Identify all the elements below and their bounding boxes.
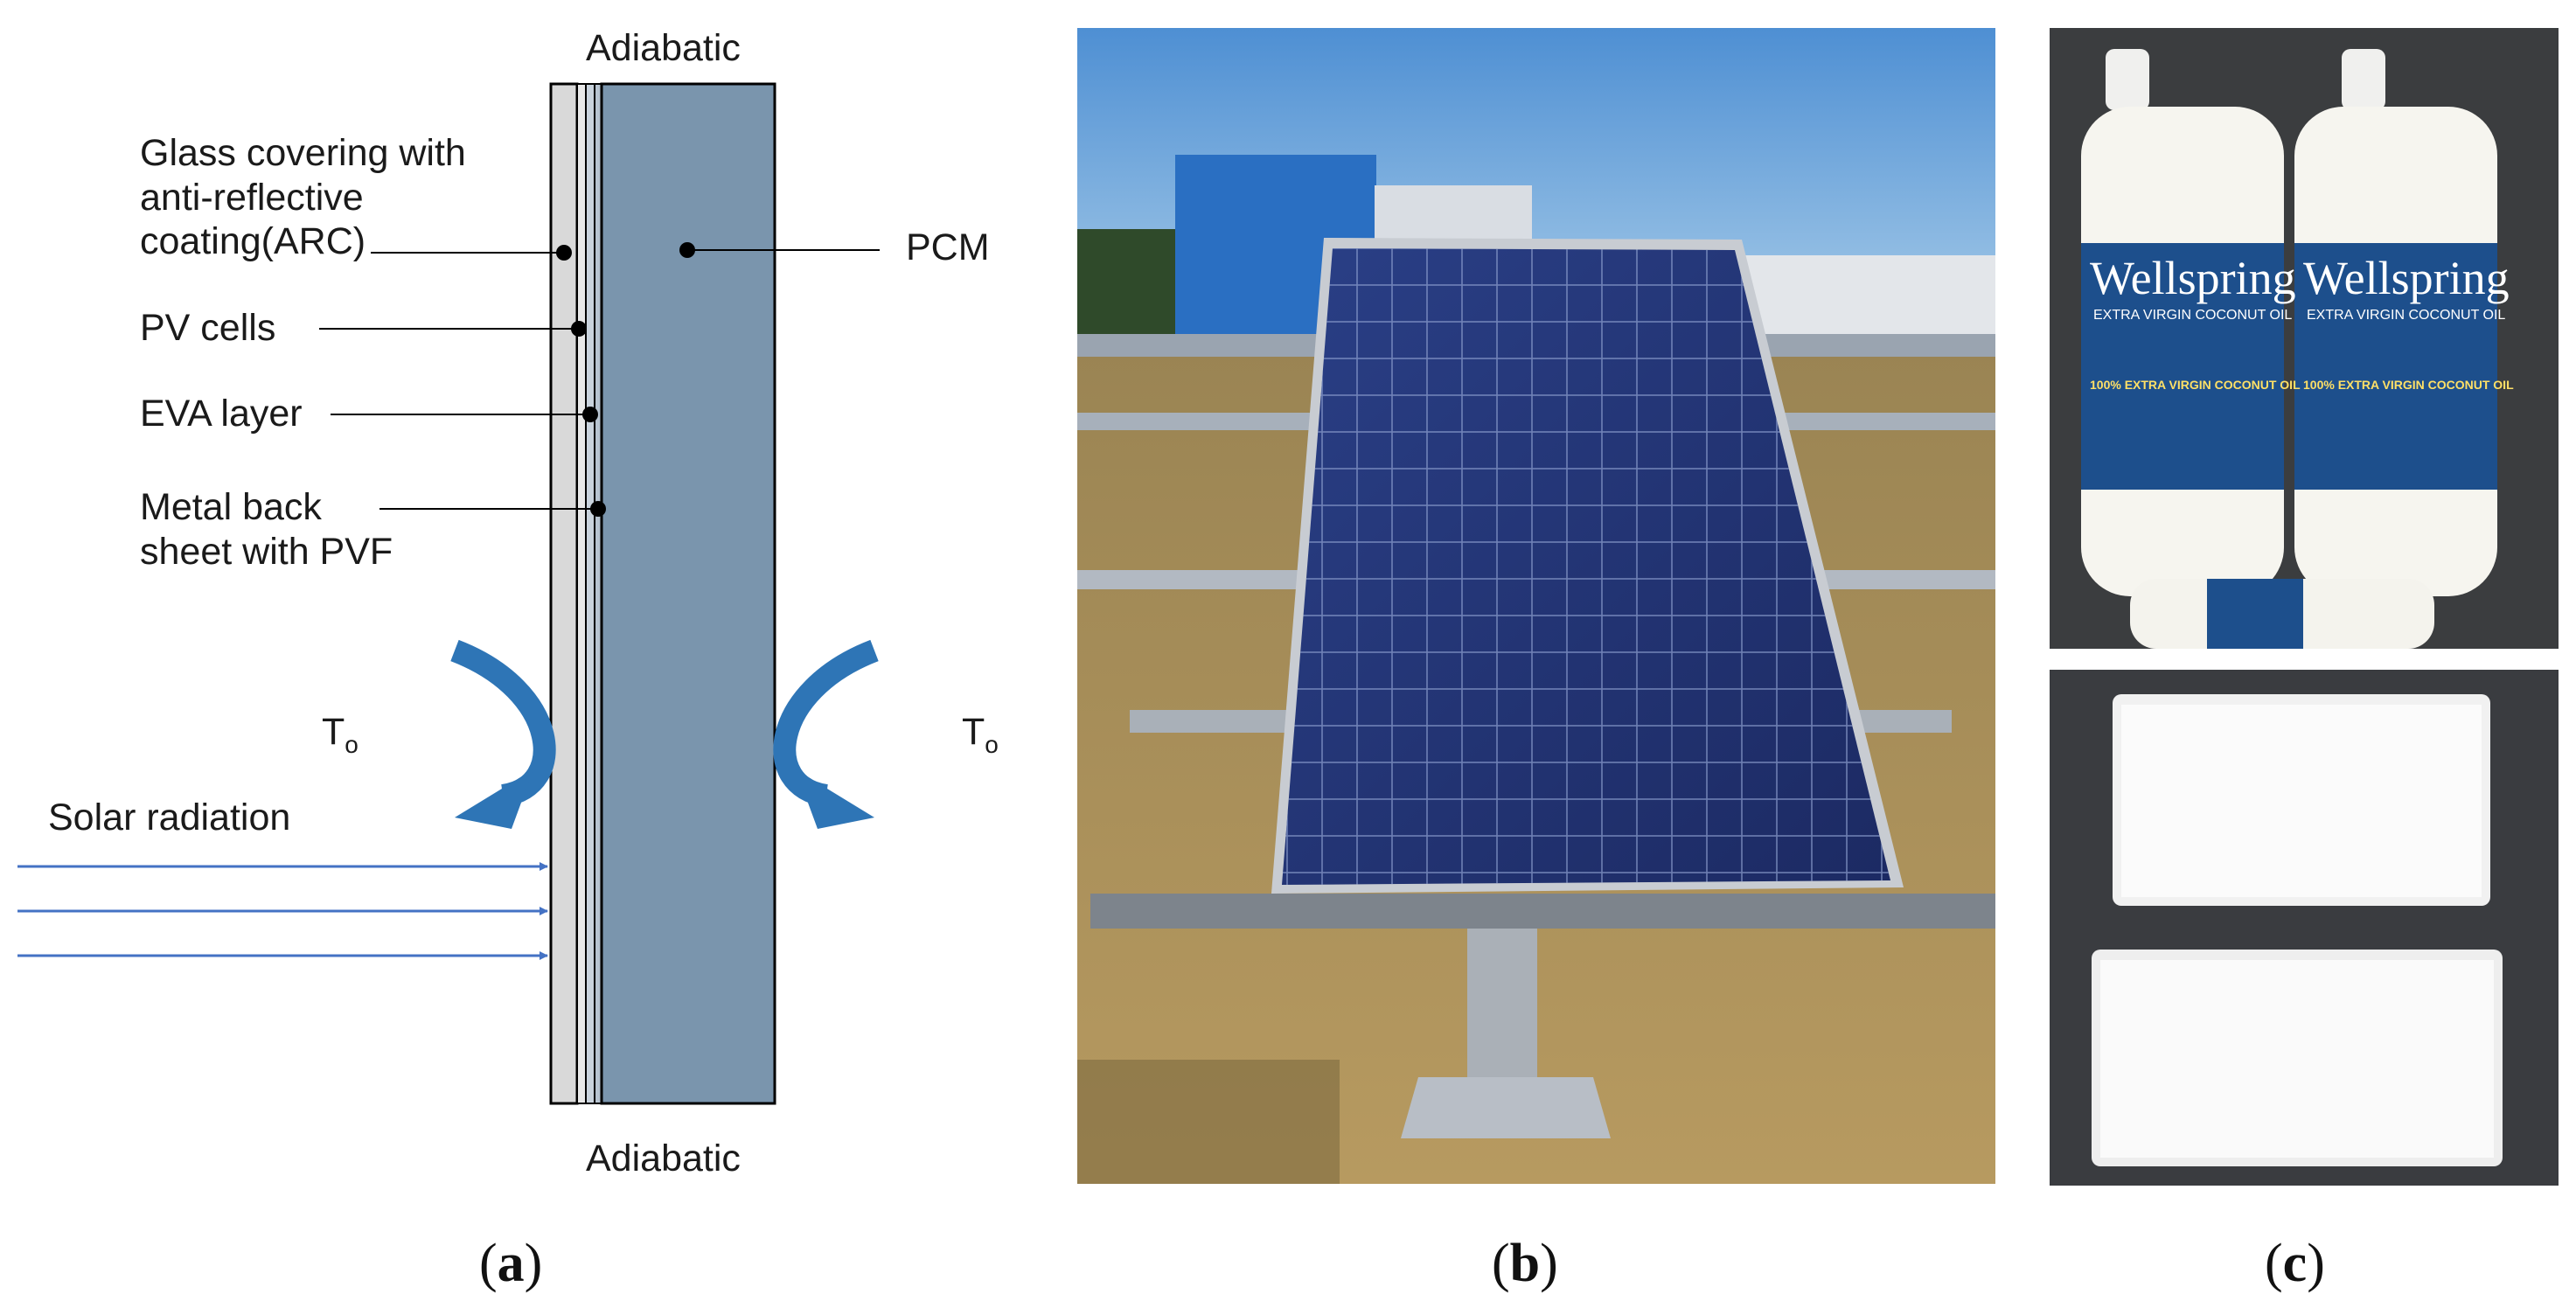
bottle-subtitle-1: EXTRA VIRGIN COCONUT OIL	[2093, 308, 2293, 323]
metal-label-line1: Metal back	[140, 486, 322, 528]
dot-pcm	[679, 242, 695, 258]
solar-panel-photo-icon	[1077, 28, 1995, 1184]
adiabatic-top-label: Adiabatic	[586, 27, 741, 69]
bottle-brand-1: Wellspring	[2090, 252, 2296, 304]
caption-c-close: )	[2307, 1234, 2325, 1293]
bottle-subtitle-2: EXTRA VIRGIN COCONUT OIL	[2307, 308, 2506, 323]
metal-label-line2: sheet with PVF	[140, 530, 393, 573]
dot-eva	[582, 407, 598, 422]
convection-arrow-right-icon	[773, 639, 879, 829]
caption-b: (b)	[1492, 1233, 1558, 1295]
bottle-claim-1: 100% EXTRA VIRGIN COCONUT OIL	[2090, 378, 2301, 392]
pv-cells-label: PV cells	[140, 307, 276, 349]
caption-a: (a)	[479, 1233, 542, 1295]
pcm-block	[600, 82, 776, 1105]
coconut-oil-bottles-icon	[2050, 28, 2559, 649]
caption-c: (c)	[2265, 1233, 2325, 1295]
dot-metal	[590, 501, 606, 517]
metal-back-label: Metal back sheet with PVF	[140, 485, 393, 574]
t-left-main: T	[322, 711, 345, 753]
glass-covering-label: Glass covering with anti-reflective coat…	[140, 131, 466, 264]
caption-c-open: (	[2265, 1234, 2283, 1293]
caption-b-open: (	[1492, 1234, 1510, 1293]
glass-label-line3: coating(ARC)	[140, 220, 366, 263]
glass-label-line1: Glass covering with	[140, 132, 466, 174]
dot-glass	[556, 245, 572, 261]
temperature-right-label: To	[962, 710, 999, 759]
panel-c-bags-photo	[2050, 670, 2559, 1186]
caption-c-letter: c	[2282, 1234, 2308, 1293]
caption-a-open: (	[479, 1234, 498, 1293]
panel-c-bottles-photo: Wellspring EXTRA VIRGIN COCONUT OIL 100%…	[2050, 28, 2559, 649]
glass-label-line2: anti-reflective	[140, 176, 364, 219]
t-right-main: T	[962, 711, 985, 753]
caption-a-letter: a	[497, 1234, 525, 1293]
panel-a-diagram	[17, 82, 880, 1105]
dot-pv	[571, 321, 587, 337]
caption-b-letter: b	[1509, 1234, 1541, 1293]
t-left-sub: o	[345, 731, 359, 758]
solar-radiation-label: Solar radiation	[48, 797, 291, 838]
t-right-sub: o	[985, 731, 999, 758]
glass-layer	[549, 82, 579, 1105]
temperature-left-label: To	[322, 710, 359, 759]
pcm-powder-bags-icon	[2050, 670, 2559, 1186]
caption-b-close: )	[1540, 1234, 1558, 1293]
panel-b-photo	[1077, 28, 1995, 1184]
bottle-brand-2: Wellspring	[2303, 252, 2510, 304]
caption-a-close: )	[524, 1234, 543, 1293]
eva-layer	[585, 83, 595, 1104]
pv-cell-layer	[576, 83, 587, 1104]
bottle-claim-2: 100% EXTRA VIRGIN COCONUT OIL	[2303, 378, 2514, 392]
convection-arrow-left-icon	[450, 639, 556, 829]
adiabatic-bottom-label: Adiabatic	[586, 1138, 741, 1179]
pcm-label: PCM	[906, 226, 990, 268]
eva-layer-label: EVA layer	[140, 393, 303, 435]
